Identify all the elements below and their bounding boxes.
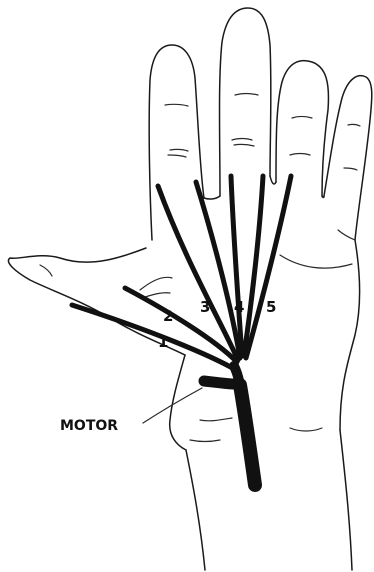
label-branch-3: 3 <box>200 298 210 316</box>
nerve-trunk <box>240 385 255 485</box>
label-branch-5: 5 <box>266 298 276 316</box>
hand-outline <box>8 8 371 570</box>
label-branch-2: 2 <box>163 307 173 325</box>
motor-branch <box>204 381 234 384</box>
nerve-branch-5b <box>246 176 291 358</box>
label-branch-1: 1 <box>158 333 168 351</box>
label-motor: MOTOR <box>60 418 118 434</box>
median-nerve-branches <box>72 176 291 485</box>
label-branch-4: 4 <box>234 298 244 316</box>
